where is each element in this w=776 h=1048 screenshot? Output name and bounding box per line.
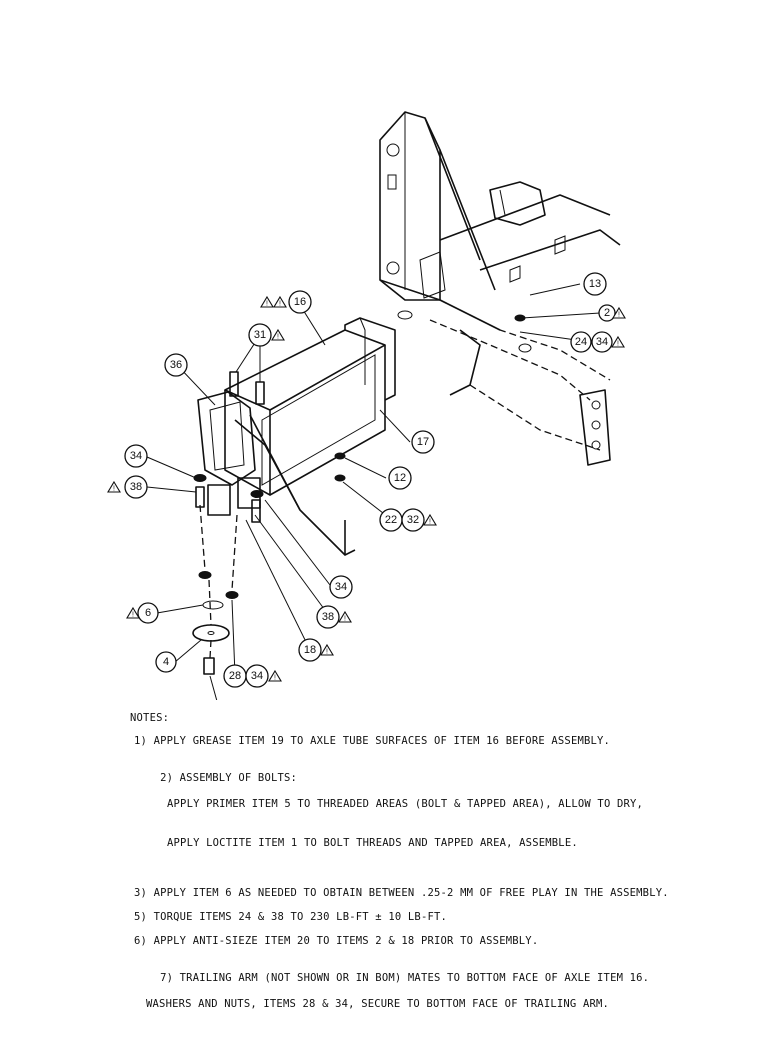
- notes-heading: NOTES:: [130, 712, 170, 724]
- callout-24: 24: [570, 331, 592, 353]
- callout-32: 32: [401, 508, 425, 532]
- warning-triangle-icon: !: [320, 643, 334, 656]
- warning-triangle-icon: !: [126, 606, 140, 619]
- callout-38-a: 38: [124, 475, 148, 499]
- callout-38-b-label: 38: [322, 611, 334, 623]
- warning-triangle-icon: !: [611, 335, 625, 348]
- leader-lines: [146, 283, 601, 700]
- assembly-notes: NOTES: 1) APPLY GREASE ITEM 19 TO AXLE T…: [130, 712, 750, 1048]
- callout-34-a: 34: [591, 331, 613, 353]
- exploded-assembly-drawing: 13 2 24 34 16 31 36 17 12 22 32 34 38 34…: [107, 111, 626, 700]
- callout-24-label: 24: [575, 336, 587, 348]
- callout-32-label: 32: [407, 514, 419, 526]
- callout-6: 6: [137, 602, 159, 624]
- note-3: 3) APPLY ITEM 6 AS NEEDED TO OBTAIN BETW…: [134, 887, 669, 899]
- callout-28-label: 28: [229, 670, 241, 682]
- callout-34-b: 34: [124, 444, 148, 468]
- svg-text:!: !: [326, 649, 328, 656]
- svg-text:!: !: [344, 616, 346, 623]
- note-2-title: 2) ASSEMBLY OF BOLTS:: [160, 772, 298, 784]
- note-6: 6) APPLY ANTI-SIEZE ITEM 20 TO ITEMS 2 &…: [134, 935, 539, 947]
- callout-13: 13: [583, 272, 607, 296]
- svg-text:!: !: [113, 486, 115, 493]
- warning-triangle-icon: !: [107, 480, 121, 493]
- warning-triangle-icon: !: [612, 306, 626, 319]
- callout-34-d-label: 34: [251, 670, 263, 682]
- note-2-line-a: APPLY PRIMER ITEM 5 TO THREADED AREAS (B…: [167, 798, 644, 810]
- warning-triangle-icon: !: [271, 328, 285, 341]
- frame-upright: [379, 111, 496, 301]
- callout-4: 4: [155, 651, 177, 673]
- callout-34-c-label: 34: [335, 581, 347, 593]
- callout-2: 2: [598, 304, 616, 322]
- callout-18-label: 18: [304, 644, 316, 656]
- warning-triangle-icon: !: [423, 513, 437, 526]
- callout-2-label: 2: [604, 307, 610, 319]
- svg-text:!: !: [132, 612, 134, 619]
- note-2-line-b: APPLY LOCTITE ITEM 1 TO BOLT THREADS AND…: [167, 837, 578, 849]
- callout-16: 16: [288, 290, 312, 314]
- warning-triangle-icon: !: [268, 669, 282, 682]
- callout-36-label: 36: [170, 359, 182, 371]
- callout-12: 12: [388, 466, 412, 490]
- warning-triangle-icon: !: [273, 295, 287, 308]
- callout-16-label: 16: [294, 296, 306, 308]
- spindle-bracket: [197, 391, 301, 516]
- callout-38-b: 38: [316, 605, 340, 629]
- hook-rod: [249, 414, 356, 556]
- callout-36: 36: [164, 353, 188, 377]
- warning-triangle-icon: !: [338, 610, 352, 623]
- callout-22: 22: [379, 508, 403, 532]
- warning-triangle-icon: !: [260, 295, 274, 308]
- callout-6-label: 6: [145, 607, 151, 619]
- note-7: 7) TRAILING ARM (NOT SHOWN OR IN BOM) MA…: [130, 959, 750, 1037]
- svg-text:!: !: [277, 334, 279, 341]
- callout-4-label: 4: [163, 656, 169, 668]
- callout-17: 17: [411, 430, 435, 454]
- note-2: 2) ASSEMBLY OF BOLTS: APPLY PRIMER ITEM …: [130, 759, 750, 876]
- callout-34-a-label: 34: [596, 336, 608, 348]
- svg-text:!: !: [279, 301, 281, 308]
- note-1: 1) APPLY GREASE ITEM 19 TO AXLE TUBE SUR…: [134, 735, 611, 747]
- callout-12-label: 12: [394, 472, 406, 484]
- svg-text:!: !: [274, 675, 276, 682]
- callout-34-b-label: 34: [130, 450, 142, 462]
- frame-main-beam: [439, 181, 621, 283]
- svg-text:!: !: [429, 519, 431, 526]
- svg-text:!: !: [266, 301, 268, 308]
- callout-18: 18: [298, 638, 322, 662]
- callout-28: 28: [223, 664, 247, 688]
- callout-22-label: 22: [385, 514, 397, 526]
- axle-tube: [224, 317, 396, 496]
- callout-31-label: 31: [254, 329, 266, 341]
- note-7-line-a: 7) TRAILING ARM (NOT SHOWN OR IN BOM) MA…: [160, 972, 650, 984]
- callout-34-c: 34: [329, 575, 353, 599]
- svg-text:!: !: [618, 312, 620, 319]
- note-5: 5) TORQUE ITEMS 24 & 38 TO 230 LB-FT ± 1…: [134, 911, 448, 923]
- callout-17-label: 17: [417, 436, 429, 448]
- callout-31: 31: [248, 323, 272, 347]
- frame-lower-member: [379, 279, 611, 466]
- callout-13-label: 13: [589, 278, 601, 290]
- callout-38-a-label: 38: [130, 481, 142, 493]
- callout-34-d: 34: [245, 664, 269, 688]
- svg-text:!: !: [617, 341, 619, 348]
